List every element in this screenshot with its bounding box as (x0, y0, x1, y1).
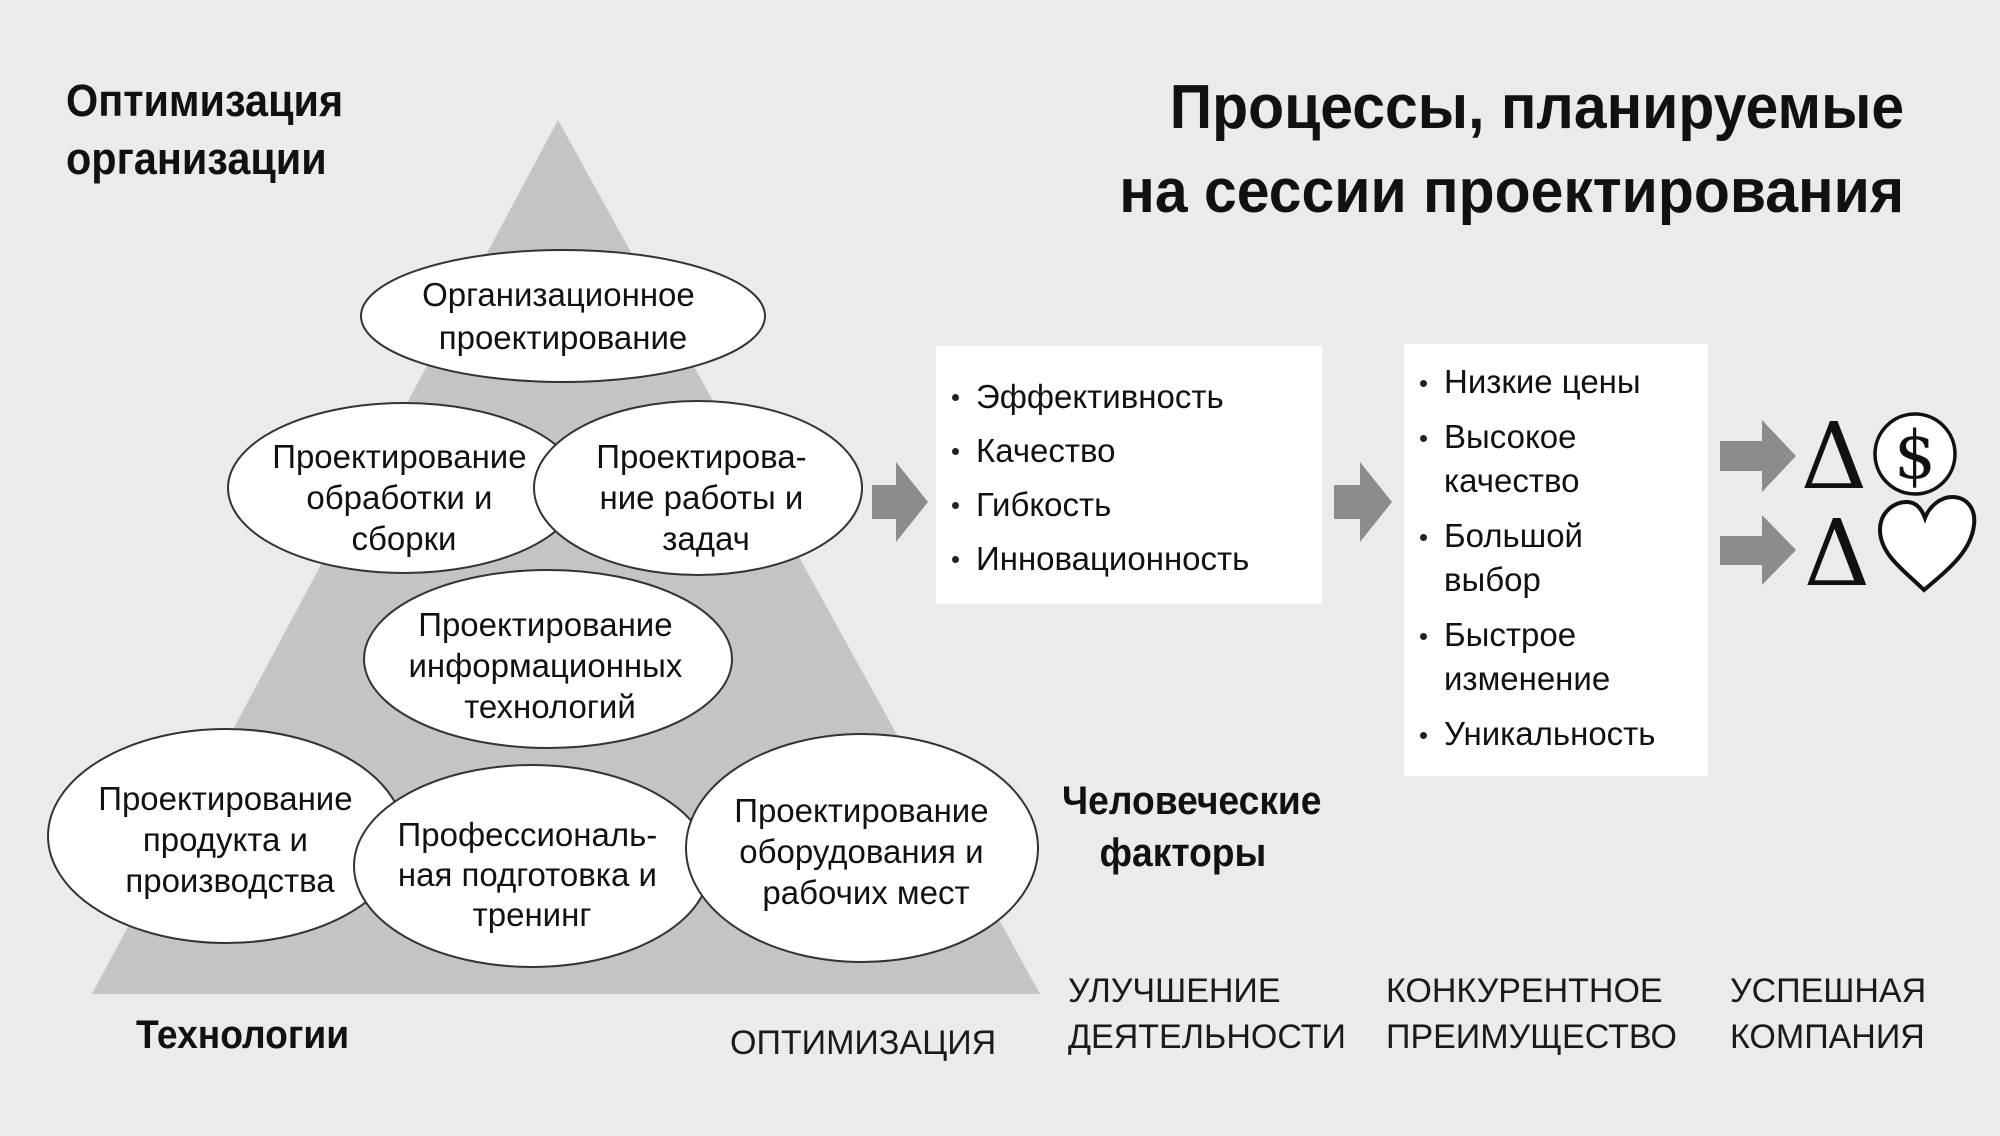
list-item: Уникальность (1404, 712, 1708, 756)
list-item-line: Высокое (1444, 418, 1577, 455)
list-item-line: качество (1444, 462, 1580, 499)
oval-training-line: тренинг (473, 896, 592, 933)
list-item-line: Уникальность (1444, 715, 1656, 752)
list-item: Качество (936, 424, 1322, 478)
oval-organizational-shape (360, 249, 766, 383)
title-line: на сессии проектирования (1119, 157, 1904, 226)
oval-organizational: Организационное проектирование (360, 249, 766, 383)
arrow-right-icon (1720, 515, 1796, 585)
stage-optimization: ОПТИМИЗАЦИЯ (730, 1024, 997, 1062)
title-line: Процессы, планируемые (1169, 73, 1904, 142)
list-item: Большой выбор (1404, 514, 1708, 602)
stage-advantage: КОНКУРЕНТНОЕ ПРЕИМУЩЕСТВО (1386, 968, 1677, 1060)
list-item: Низкие цены (1404, 360, 1708, 404)
stage-line: КОМПАНИЯ (1730, 1018, 1925, 1056)
page-title: Процессы, планируемые на сессии проектир… (1119, 66, 1904, 234)
oval-processing-line: обработки и (306, 479, 492, 516)
oval-product: Проектирование продукта и производства (47, 728, 405, 944)
list-item: Гибкость (936, 478, 1322, 532)
list-item: Высокое качество (1404, 415, 1708, 503)
oval-it-text: Проектирование информационных технологий (408, 606, 691, 725)
stage-line: КОНКУРЕНТНОЕ (1386, 972, 1663, 1010)
oval-training-text: Профессиональ- ная подготовка и тренинг (398, 816, 667, 933)
oval-work-tasks-shape (533, 400, 863, 576)
dollar-sign: $ (1894, 417, 1936, 494)
heart-outline-icon (1877, 494, 1977, 593)
oval-product-line: продукта и (143, 821, 308, 858)
arrow-right-icon (872, 462, 928, 542)
list-item-line: изменение (1444, 660, 1611, 697)
oval-equipment-line: оборудования и (739, 833, 983, 870)
stage-line: ПРЕИМУЩЕСТВО (1386, 1018, 1677, 1056)
oval-it-line: информационных (408, 647, 682, 684)
oval-work-tasks-text: Проектирова- ние работы и задач (596, 438, 816, 557)
list-item: Эффективность (936, 370, 1322, 424)
list-item: Инновационность (936, 532, 1322, 586)
oval-it-shape (363, 569, 733, 749)
list-item: Быстрое изменение (1404, 613, 1708, 701)
oval-equipment-line: Проектирование (734, 792, 988, 829)
delta-symbol: Δ (1804, 500, 1870, 607)
stage-line: УЛУЧШЕНИЕ (1068, 972, 1281, 1010)
oval-processing-line: Проектирование (272, 438, 526, 475)
oval-it-line: технологий (464, 688, 636, 725)
oval-equipment-text: Проектирование оборудования и рабочих ме… (734, 792, 998, 911)
oval-product-text: Проектирование продукта и производства (98, 780, 362, 899)
arrow-right-icon (1720, 420, 1796, 492)
human-factors-line: Человеческие (1062, 779, 1322, 823)
oval-work-tasks-line: ние работы и (599, 479, 803, 516)
dollar-circle-icon: $ (1873, 412, 1957, 496)
oval-training-line: Профессиональ- (398, 816, 658, 853)
corner-line: Оптимизация (66, 75, 344, 126)
oval-organizational-text: Организационное проектирование (422, 276, 704, 356)
corner-line: организации (66, 133, 327, 184)
stage-line: УСПЕШНАЯ (1730, 972, 1927, 1010)
oval-processing-text: Проектирование обработки и сборки (272, 438, 536, 557)
oval-work-tasks-line: задач (662, 520, 750, 557)
stage-line: ДЕЯТЕЛЬНОСТИ (1068, 1018, 1346, 1056)
oval-work-tasks-line: Проектирова- (596, 438, 806, 475)
list-item-line: Низкие цены (1444, 363, 1641, 400)
dollar-circle-ring (1873, 412, 1957, 496)
oval-equipment-line: рабочих мест (762, 874, 969, 911)
oval-equipment: Проектирование оборудования и рабочих ме… (685, 733, 1039, 963)
stage-improvement: УЛУЧШЕНИЕ ДЕЯТЕЛЬНОСТИ (1068, 968, 1346, 1060)
human-factors-label: Человеческие факторы (1062, 775, 1322, 879)
list-item-line: выбор (1444, 561, 1541, 598)
advantage-box: Низкие цены Высокое качество Большой выб… (1404, 344, 1708, 776)
oval-work-tasks: Проектирова- ние работы и задач (533, 400, 863, 576)
stage-success: УСПЕШНАЯ КОМПАНИЯ (1730, 968, 1926, 1060)
improvement-box: Эффективность Качество Гибкость Инноваци… (936, 346, 1322, 604)
list-item-line: Быстрое (1444, 616, 1577, 653)
oval-training: Профессиональ- ная подготовка и тренинг (353, 764, 711, 968)
oval-organizational-line: Организационное (422, 276, 695, 313)
oval-processing: Проектирование обработки и сборки (227, 402, 581, 574)
optimization-of-organization-label: Оптимизация организации (66, 72, 343, 188)
oval-product-line: производства (125, 862, 335, 899)
technology-label: Технологии (136, 1013, 350, 1057)
oval-it-line: Проектирование (418, 606, 672, 643)
delta-symbol: Δ (1801, 403, 1867, 510)
arrow-right-icon (1334, 462, 1392, 542)
oval-training-line: ная подготовка и (398, 856, 657, 893)
oval-organizational-line: проектирование (439, 319, 688, 356)
human-factors-line: факторы (1099, 831, 1267, 875)
oval-it: Проектирование информационных технологий (363, 569, 733, 749)
oval-product-line: Проектирование (98, 780, 352, 817)
oval-equipment-shape (685, 733, 1039, 963)
oval-processing-line: сборки (352, 520, 457, 557)
list-item-line: Большой (1444, 517, 1583, 554)
